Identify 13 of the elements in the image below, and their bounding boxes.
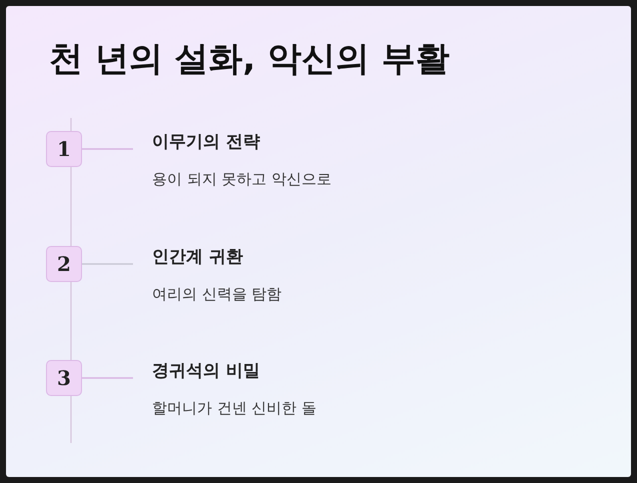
connector-line	[82, 377, 133, 379]
step-heading: 인간계 귀환	[152, 246, 244, 268]
step-number-box: 3	[46, 360, 82, 396]
title: 천 년의 설화, 악신의 부활	[49, 38, 450, 81]
step-description: 여리의 신력을 탐함	[152, 284, 283, 304]
step-number-box: 1	[46, 131, 82, 167]
connector-line	[82, 263, 133, 265]
connector-line	[82, 148, 133, 150]
step-description: 할머니가 건넨 신비한 돌	[152, 398, 318, 418]
step-heading: 이무기의 전략	[152, 131, 261, 153]
step-heading: 경귀석의 비밀	[152, 360, 261, 382]
step-description: 용이 되지 못하고 악신으로	[152, 169, 332, 189]
step-number-box: 2	[46, 246, 82, 282]
